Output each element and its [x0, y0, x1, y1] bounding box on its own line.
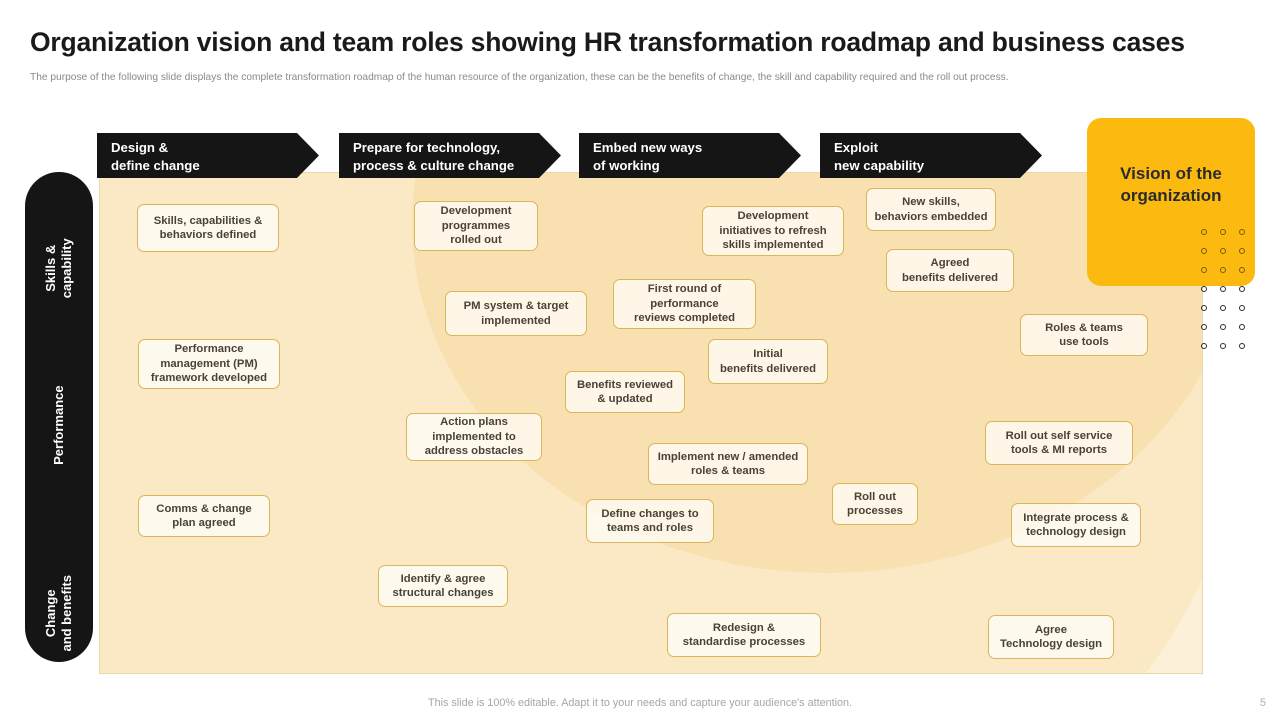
footer-note: This slide is 100% editable. Adapt it to…: [427, 697, 852, 709]
dot: [1239, 229, 1245, 235]
category-label-skills: Skills &capability: [42, 238, 74, 299]
phase-label-line2: of working: [593, 158, 660, 174]
phase-label-line1: Embed new ways: [593, 140, 703, 155]
dot-grid-decoration: [1201, 229, 1258, 362]
node-label: New skills,behaviors embedded: [874, 196, 988, 223]
phase-label-line1: Prepare for technology,: [353, 140, 501, 155]
vision-card[interactable]: Vision of the organization: [1087, 118, 1255, 286]
dot: [1201, 267, 1207, 273]
node-box[interactable]: Skills, capabilities &behaviors defined: [137, 204, 279, 252]
phase-chevron-prepare[interactable]: Prepare for technology, process & cultur…: [339, 133, 561, 178]
dot: [1201, 324, 1207, 330]
page-number: 5: [1259, 697, 1266, 709]
dot: [1220, 286, 1226, 292]
page-subtitle: The purpose of the following slide displ…: [30, 72, 1009, 83]
phase-label-line2: define change: [111, 158, 200, 174]
dot: [1201, 286, 1207, 292]
phase-label-line2: new capability: [834, 158, 925, 174]
phase-label-line1: Exploit: [834, 140, 878, 155]
node-box[interactable]: New skills,behaviors embedded: [866, 188, 996, 231]
roadmap-canvas: Skills, capabilities &behaviors defined …: [99, 172, 1203, 674]
node-box[interactable]: Benefits reviewed& updated: [565, 371, 685, 413]
node-label: Redesign &standardise processes: [682, 621, 806, 648]
dot: [1239, 343, 1245, 349]
dot: [1201, 229, 1207, 235]
dot: [1220, 229, 1226, 235]
page-title: Organization vision and team roles showi…: [30, 27, 1185, 57]
node-label: Benefits reviewed& updated: [576, 378, 674, 405]
dot: [1201, 305, 1207, 311]
phase-chevron-embed[interactable]: Embed new ways of working: [579, 133, 801, 178]
node-box[interactable]: Redesign &standardise processes: [667, 613, 821, 657]
dot: [1220, 324, 1226, 330]
node-label: Integrate process &technology design: [1023, 511, 1129, 538]
dot: [1239, 286, 1245, 292]
dot: [1220, 305, 1226, 311]
dot: [1239, 267, 1245, 273]
node-label: Skills, capabilities &behaviors defined: [153, 214, 263, 241]
dot: [1239, 305, 1245, 311]
phase-chevron-exploit[interactable]: Exploit new capability: [820, 133, 1042, 178]
category-label-performance: Performance: [50, 385, 66, 465]
phase-chevron-design[interactable]: Design & define change: [97, 133, 319, 178]
dot: [1239, 324, 1245, 330]
dot: [1220, 343, 1226, 349]
phase-label-line1: Design &: [111, 140, 169, 155]
dot: [1239, 248, 1245, 254]
vision-label: Vision of the organization: [1120, 163, 1222, 205]
dot: [1220, 248, 1226, 254]
dot: [1201, 248, 1207, 254]
phase-label-line2: process & culture change: [353, 158, 515, 174]
dot: [1220, 267, 1226, 273]
node-box[interactable]: Integrate process &technology design: [1011, 503, 1141, 547]
dot: [1201, 343, 1207, 349]
